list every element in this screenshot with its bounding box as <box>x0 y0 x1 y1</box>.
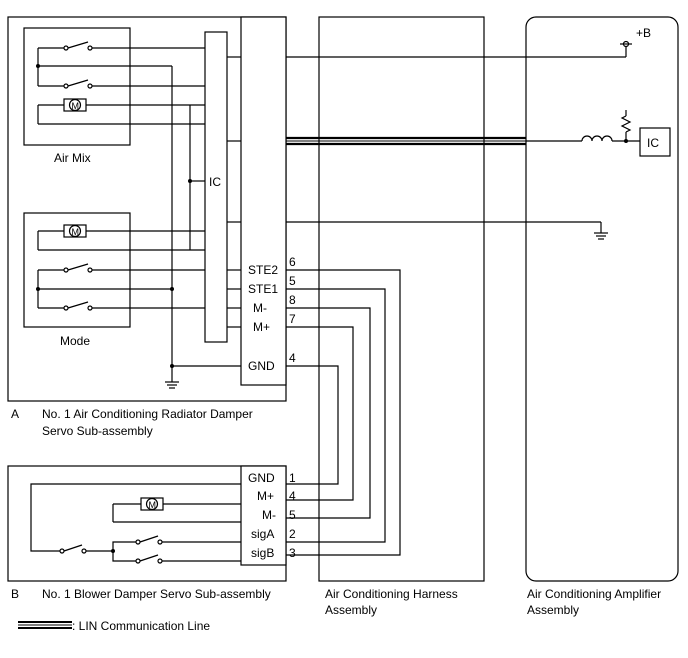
air-mix-label: Air Mix <box>54 151 91 165</box>
terminal-m-plus-b: M+ <box>257 489 274 503</box>
legend-lin-label: : LIN Communication Line <box>72 619 210 633</box>
motor-icon: M <box>140 497 164 511</box>
svg-text:M: M <box>72 101 80 111</box>
plus-b-terminal: +B <box>620 26 651 57</box>
pin-a-8: 8 <box>289 293 296 307</box>
connector-column-b <box>240 465 287 566</box>
terminal-m-minus: M- <box>253 301 267 315</box>
harness-wires <box>286 269 401 556</box>
connector-column-a <box>240 16 287 386</box>
terminal-m-plus: M+ <box>253 320 270 334</box>
assembly-a-name: No. 1 Air Conditioning Radiator Damper <box>42 407 253 421</box>
ic-label: IC <box>209 175 221 189</box>
terminal-gnd-a: GND <box>248 359 275 373</box>
pin-b-1: 1 <box>289 471 296 485</box>
harness-label: Air Conditioning Harness <box>325 587 458 601</box>
pin-b-5: 5 <box>289 508 296 522</box>
amplifier-label-2: Assembly <box>527 603 579 617</box>
terminal-ste1: STE1 <box>248 282 278 296</box>
pin-b-2: 2 <box>289 527 296 541</box>
pin-a-7: 7 <box>289 312 296 326</box>
resistor-icon <box>620 110 632 143</box>
assembly-a-letter: A <box>11 407 19 421</box>
blower-circuit <box>30 483 241 564</box>
svg-text:+B: +B <box>636 26 651 40</box>
mode-circuit <box>36 230 205 311</box>
pin-b-3: 3 <box>289 546 296 560</box>
ground-icon <box>165 366 179 389</box>
mode-label: Mode <box>60 334 90 348</box>
terminal-ste2: STE2 <box>248 263 278 277</box>
motor-icon: M <box>63 224 87 238</box>
lin-line <box>286 136 526 146</box>
harness-frame <box>318 16 485 582</box>
svg-text:M: M <box>149 500 157 510</box>
amp-ic-label: IC <box>647 136 659 150</box>
terminal-m-minus-b: M- <box>262 508 276 522</box>
assembly-b-frame <box>7 465 287 582</box>
amplifier-frame <box>525 16 679 582</box>
terminal-sigb: sigB <box>251 546 274 560</box>
air-mix-circuit <box>36 41 205 125</box>
pin-b-4: 4 <box>289 489 296 503</box>
ic-bar <box>204 31 228 343</box>
pin-a-6: 6 <box>289 255 296 269</box>
pin-a-4: 4 <box>289 351 296 365</box>
motor-icon: M <box>63 98 87 112</box>
svg-text:M: M <box>72 227 80 237</box>
terminal-gnd-b: GND <box>248 471 275 485</box>
harness-label-2: Assembly <box>325 603 377 617</box>
pin-a-5: 5 <box>289 274 296 288</box>
assembly-a-name-2: Servo Sub-assembly <box>42 424 153 438</box>
ground-icon <box>594 222 608 240</box>
amplifier-label: Air Conditioning Amplifier <box>527 587 661 601</box>
assembly-b-name: No. 1 Blower Damper Servo Sub-assembly <box>42 587 271 601</box>
legend-lin-swatch <box>18 621 72 629</box>
terminal-siga: sigA <box>251 527 274 541</box>
assembly-b-letter: B <box>11 587 19 601</box>
amp-ic-box <box>639 127 671 157</box>
